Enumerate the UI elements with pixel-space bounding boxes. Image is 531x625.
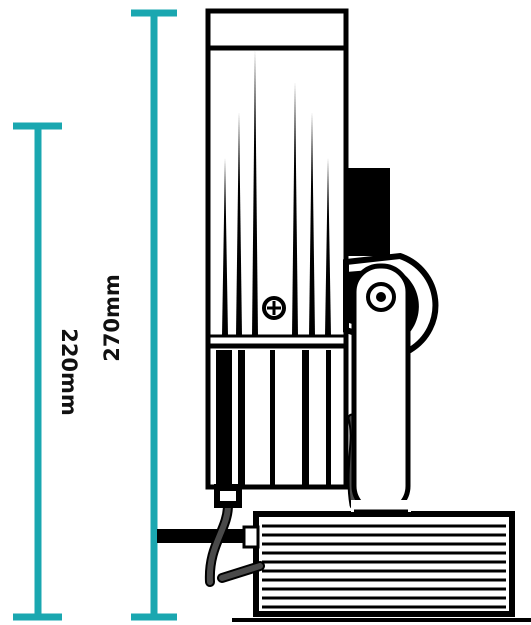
- luminaire-head: [205, 8, 349, 508]
- heatsink-fins: [222, 50, 331, 336]
- mounting-bracket: [343, 252, 439, 515]
- dimension-label-270: 270mm: [100, 274, 124, 362]
- rear-block: [346, 168, 390, 256]
- driver-box: [242, 511, 515, 617]
- driver-box-fins: [262, 524, 506, 609]
- screw-head-icon: [262, 296, 286, 320]
- pivot-bolt-icon: [366, 282, 396, 312]
- dimension-line-270: [131, 9, 177, 621]
- dimension-line-220: [13, 122, 62, 621]
- dimension-label-220: 220mm: [57, 328, 81, 416]
- power-cable: [157, 529, 255, 543]
- lower-bars: [216, 350, 331, 486]
